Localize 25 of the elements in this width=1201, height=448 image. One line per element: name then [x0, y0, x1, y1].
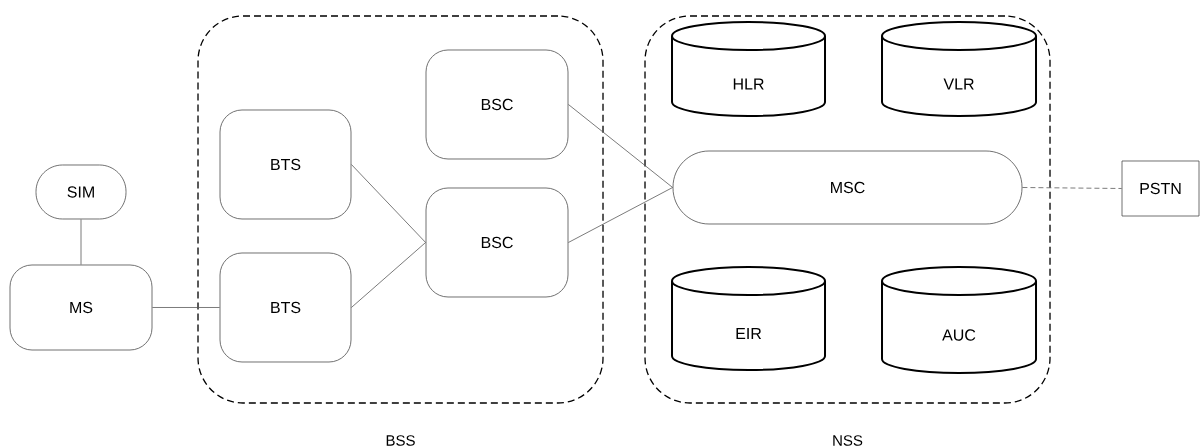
process-box: PSTN [1121, 160, 1200, 217]
rounded-box: SIM [35, 164, 127, 220]
node-label: HLR [733, 78, 764, 90]
node-label: VLR [943, 78, 974, 90]
database-cylinder: AUC [881, 266, 1037, 374]
rounded-box: MSC [672, 150, 1023, 225]
database-cylinder: EIR [671, 266, 826, 371]
node-label: BSS [386, 435, 415, 446]
connector-line [80, 219, 82, 265]
connector-line [568, 104, 673, 188]
rounded-box: BTS [219, 252, 352, 363]
rounded-box: MS [9, 264, 153, 351]
node-label: AUC [942, 329, 976, 341]
connector-line [351, 242, 426, 308]
node-label: NSS [833, 435, 863, 446]
rounded-box: BSC [425, 49, 569, 160]
connector-line [152, 307, 220, 308]
database-cylinder: VLR [881, 21, 1037, 117]
node-label: EIR [736, 327, 762, 339]
connector-line [351, 164, 426, 243]
database-cylinder: HLR [671, 21, 826, 117]
rounded-box: BSC [425, 187, 569, 298]
rounded-box: BTS [219, 109, 352, 220]
connector-line [568, 187, 673, 243]
connector-line [1022, 187, 1122, 189]
